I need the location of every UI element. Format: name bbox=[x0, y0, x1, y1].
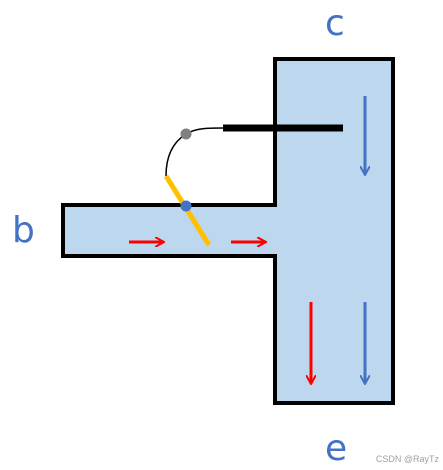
valve-pivot-icon bbox=[180, 200, 192, 212]
label-c: c bbox=[325, 3, 345, 44]
t-pipe bbox=[61, 57, 395, 405]
watermark: CSDN @RayTz bbox=[375, 454, 439, 464]
label-b: b bbox=[12, 210, 35, 251]
upper-pivot-icon bbox=[180, 128, 192, 140]
label-e: e bbox=[325, 428, 348, 469]
linkage-wire bbox=[165, 127, 224, 177]
